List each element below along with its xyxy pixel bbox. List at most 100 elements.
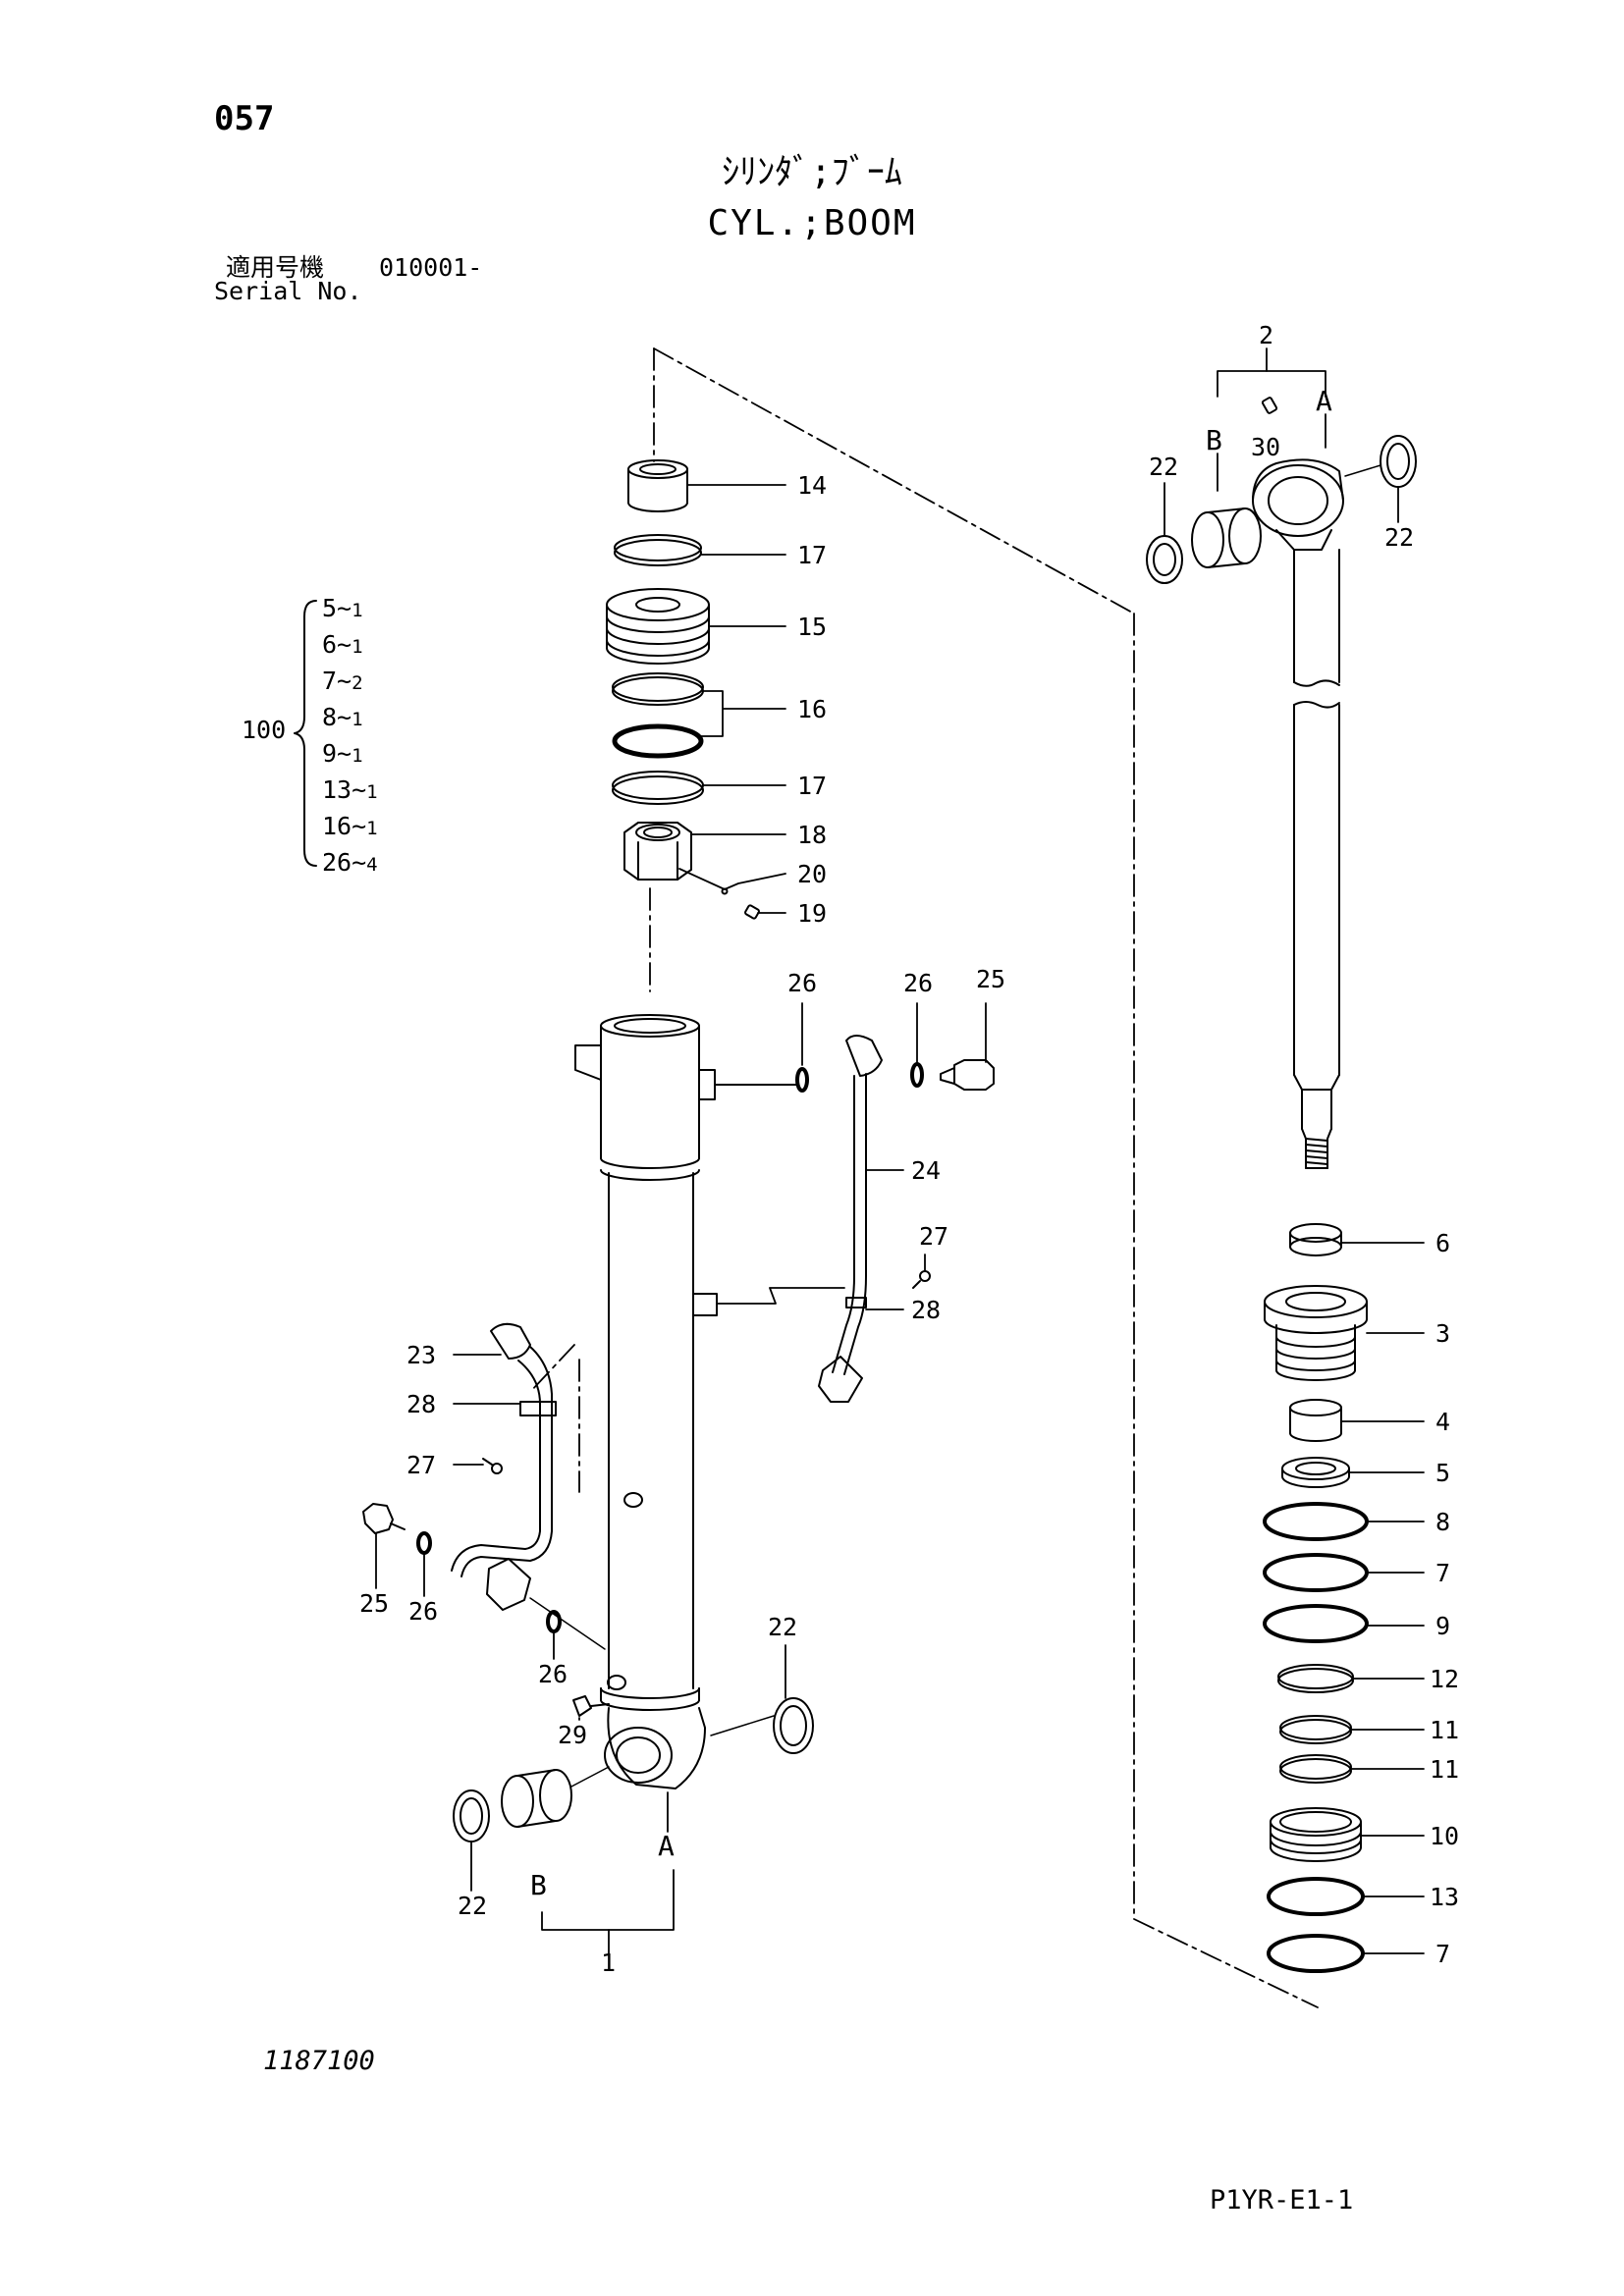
part-1-bracket <box>541 1869 675 1931</box>
part-26-oring-b <box>910 1062 924 1088</box>
leader-lines <box>375 482 1425 1954</box>
part-25-plug-lower <box>362 1503 406 1534</box>
callout-26-a: 26 <box>787 969 817 997</box>
callout-16: 16 <box>797 695 827 723</box>
part-23-pipe <box>451 1322 553 1611</box>
callout-22-rod-right: 22 <box>1384 523 1414 552</box>
title-english: CYL.;BOOM <box>707 203 917 243</box>
callout-20: 20 <box>797 860 827 888</box>
part-16-seal-set <box>612 672 704 759</box>
callout-26-d: 26 <box>538 1660 568 1688</box>
kit-100-group: 100 5~16~17~28~19~113~116~126~4 <box>242 594 378 877</box>
kit-item: 13~1 <box>322 775 378 804</box>
part-b-bushing-tube <box>501 1769 572 1828</box>
callout-26-b: 26 <box>903 969 933 997</box>
letter-b-rod: B <box>1206 424 1222 456</box>
callout-22-tube-right: 22 <box>768 1613 797 1641</box>
part-14-bushing <box>627 459 688 512</box>
part-15-packing <box>606 588 710 665</box>
part-26-oring-c <box>416 1531 432 1555</box>
page-code: P1YR-E1-1 <box>1210 2185 1354 2216</box>
part-30-grease-fitting <box>1261 397 1278 414</box>
callout-5: 5 <box>1435 1459 1450 1487</box>
connector-leader <box>716 1287 845 1305</box>
kit-number: 100 <box>242 716 286 744</box>
part-18-port-fitting <box>623 822 692 881</box>
part-22-dust-seal-tube-right <box>773 1697 814 1754</box>
callout-23: 23 <box>406 1341 436 1369</box>
callout-14: 14 <box>797 471 827 500</box>
kit-item: 26~4 <box>322 848 378 877</box>
title-japanese: ｼﾘﾝﾀﾞ;ﾌﾞｰﾑ <box>722 152 902 192</box>
kit-contents-list: 5~16~17~28~19~113~116~126~4 <box>322 594 378 877</box>
part-11-ring-lower <box>1279 1754 1352 1784</box>
part-3-piston <box>1264 1285 1368 1381</box>
piston-rod <box>1293 549 1340 1169</box>
part-19-set-screw <box>744 904 760 920</box>
callout-11-upper: 11 <box>1430 1716 1459 1744</box>
kit-item: 9~1 <box>322 739 363 768</box>
part-2-bracket <box>1217 370 1326 398</box>
callout-22-tube-left: 22 <box>458 1892 487 1920</box>
part-28-clamp-lower <box>519 1401 557 1416</box>
callout-18: 18 <box>797 821 827 849</box>
part-12-wear-ring <box>1277 1664 1354 1693</box>
letter-a-rod: A <box>1316 385 1332 417</box>
part-17-backup-ring-upper <box>614 534 702 566</box>
callout-15: 15 <box>797 613 827 641</box>
callout-10: 10 <box>1430 1822 1459 1850</box>
callout-9: 9 <box>1435 1612 1450 1640</box>
kit-brace <box>294 600 317 867</box>
part-5-ring <box>1281 1457 1350 1488</box>
part-22-dust-seal-rod-right <box>1380 435 1417 488</box>
drawing-number: 1187100 <box>263 2046 375 2076</box>
callout-3: 3 <box>1435 1319 1450 1348</box>
callout-17-upper: 17 <box>797 541 827 569</box>
part-13-oring <box>1267 1877 1365 1916</box>
part-6-seal <box>1289 1223 1342 1256</box>
serial-label-japanese: 適用号機 <box>226 253 325 282</box>
kit-item: 8~1 <box>322 703 363 731</box>
part-27-bolt-lower <box>482 1458 503 1474</box>
callout-8: 8 <box>1435 1508 1450 1536</box>
callout-6: 6 <box>1435 1229 1450 1257</box>
part-29-grease-nipple <box>572 1695 610 1717</box>
callout-19: 19 <box>797 899 827 928</box>
callout-22-rod-left: 22 <box>1149 453 1178 481</box>
part-24-pipe <box>818 1035 883 1403</box>
part-9-oring <box>1263 1604 1369 1643</box>
callout-24: 24 <box>911 1156 941 1185</box>
callout-27-lower: 27 <box>406 1451 436 1479</box>
part-7-oring-upper <box>1263 1553 1369 1592</box>
callout-4: 4 <box>1435 1408 1450 1436</box>
page-number: 057 <box>214 99 275 138</box>
kit-item: 7~2 <box>322 667 363 695</box>
callout-7-upper: 7 <box>1435 1559 1450 1587</box>
callout-26-c: 26 <box>408 1597 438 1626</box>
callout-25-lower: 25 <box>359 1589 389 1618</box>
part-25-plug-upper <box>940 1059 995 1091</box>
callout-1: 1 <box>601 1949 616 1977</box>
serial-label-english: Serial No. <box>214 277 362 305</box>
kit-item: 5~1 <box>322 594 363 622</box>
letter-a-tube: A <box>658 1830 675 1862</box>
part-17-backup-ring-lower <box>612 771 704 805</box>
part-2-rod-eye <box>1252 458 1344 551</box>
part-10-slide-ring <box>1270 1807 1362 1862</box>
part-11-ring-upper <box>1279 1715 1352 1744</box>
callout-12: 12 <box>1430 1665 1459 1693</box>
callout-28-upper: 28 <box>911 1296 941 1324</box>
part-4-nut <box>1289 1399 1342 1442</box>
leader-pipe-tube <box>529 1597 606 1650</box>
letter-b-tube: B <box>530 1869 547 1901</box>
part-7-oring-lower <box>1267 1934 1365 1973</box>
callout-2: 2 <box>1259 321 1273 349</box>
kit-item: 6~1 <box>322 630 363 659</box>
part-b-bushing-rod <box>1191 507 1262 568</box>
callout-17-lower: 17 <box>797 772 827 800</box>
callout-13: 13 <box>1430 1883 1459 1911</box>
part-22-dust-seal-tube-left <box>453 1789 490 1842</box>
callout-30: 30 <box>1251 433 1280 461</box>
alignment-lines <box>529 347 1319 2008</box>
